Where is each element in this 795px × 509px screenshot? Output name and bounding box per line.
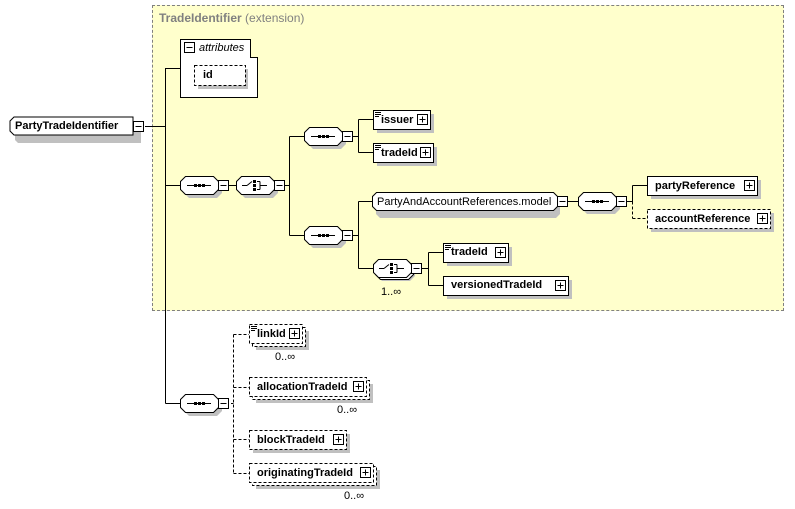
element-linkId[interactable] (249, 324, 310, 351)
element-accountReference[interactable] (647, 209, 775, 233)
allocationtradeid-occurrence: 0..∞ (337, 404, 358, 416)
plus-box-icon[interactable] (360, 467, 371, 478)
minus-box-icon[interactable] (342, 131, 353, 142)
minus-box-icon[interactable] (184, 42, 195, 53)
text-lines-icon (251, 326, 257, 331)
sequence-compositor-icon (311, 234, 335, 237)
model-group[interactable] (372, 192, 568, 219)
plus-box-icon[interactable] (744, 180, 755, 191)
originatingtradeid-occurrence: 0..∞ (344, 490, 365, 502)
choice-compositor-icon (242, 180, 267, 191)
element-partyReference[interactable] (647, 176, 762, 200)
linkid-occurrence: 0..∞ (275, 351, 296, 363)
element-name-accountreference: accountReference (655, 213, 751, 225)
element-allocationTradeId[interactable] (249, 377, 374, 404)
text-lines-icon (445, 245, 451, 250)
plus-box-icon[interactable] (420, 147, 431, 158)
plus-box-icon[interactable] (353, 381, 364, 392)
attribute-id-box[interactable] (194, 65, 246, 86)
choice-compositor-icon (379, 263, 404, 274)
sequence-compositor[interactable] (180, 176, 229, 199)
element-tradeId[interactable] (443, 243, 513, 267)
sequence-compositor-icon (187, 184, 211, 187)
element-name-partyreference: partyReference (655, 180, 736, 192)
element-name-originatingtradeid: originatingTradeId (257, 467, 353, 479)
root-element-name: PartyTradeIdentifier (15, 120, 119, 132)
sequence-compositor-icon (311, 135, 335, 138)
element-issuer[interactable] (373, 110, 435, 134)
plus-box-icon[interactable] (333, 434, 344, 445)
group-box (372, 192, 558, 211)
extension-type-name: TradeIdentifier (159, 11, 242, 25)
choice-compositor[interactable] (373, 259, 422, 282)
extension-title: TradeIdentifier (extension) (159, 11, 304, 25)
element-tradeId[interactable] (373, 143, 438, 167)
element-boxes (249, 110, 775, 490)
sequence-compositor-icon (585, 200, 609, 203)
plus-box-icon[interactable] (555, 280, 566, 291)
element-name-blocktradeid: blockTradeId (257, 434, 325, 446)
sequence-compositor[interactable] (578, 192, 627, 215)
attribute-name: id (203, 69, 213, 81)
text-lines-icon (375, 145, 381, 150)
element-name-issuer: issuer (381, 114, 414, 126)
minus-box-icon[interactable] (274, 180, 285, 191)
plus-box-icon[interactable] (757, 213, 768, 224)
minus-box-icon[interactable] (218, 398, 229, 409)
minus-box-icon[interactable] (133, 121, 144, 132)
plus-box-icon[interactable] (495, 247, 506, 258)
minus-box-icon[interactable] (616, 196, 627, 207)
attributes-panel (180, 39, 258, 98)
extension-kind: (extension) (245, 11, 305, 25)
choice-occurrence: 1..∞ (381, 286, 402, 298)
text-lines-icon (375, 112, 381, 117)
attributes-label: attributes (199, 42, 245, 54)
minus-box-icon[interactable] (218, 180, 229, 191)
root-box (9, 116, 134, 136)
sequence-compositor-icon (187, 402, 211, 405)
element-originatingTradeId[interactable] (249, 463, 381, 490)
element-name-tradeid: tradeId (381, 147, 418, 159)
element-blockTradeId[interactable] (249, 430, 351, 454)
sequence-compositor[interactable] (304, 127, 353, 150)
minus-box-icon[interactable] (342, 230, 353, 241)
group-name: PartyAndAccountReferences.model (377, 196, 552, 208)
element-versionedTradeId[interactable] (443, 276, 573, 300)
root-element[interactable] (9, 116, 144, 143)
optional-connectors (226, 201, 647, 474)
sequence-compositor[interactable] (304, 226, 353, 249)
plus-box-icon[interactable] (417, 114, 428, 125)
minus-box-icon[interactable] (557, 196, 568, 207)
element-name-linkid: linkId (257, 328, 286, 340)
minus-box-icon[interactable] (411, 263, 422, 274)
element-name-inner-tradeid: tradeId (451, 246, 488, 258)
element-name-allocationtradeid: allocationTradeId (257, 381, 348, 393)
plus-box-icon[interactable] (289, 328, 300, 339)
element-name-versionedtradeid: versionedTradeId (451, 279, 543, 291)
choice-compositor[interactable] (236, 176, 285, 199)
compositors (180, 127, 627, 417)
sequence-compositor[interactable] (180, 394, 229, 417)
